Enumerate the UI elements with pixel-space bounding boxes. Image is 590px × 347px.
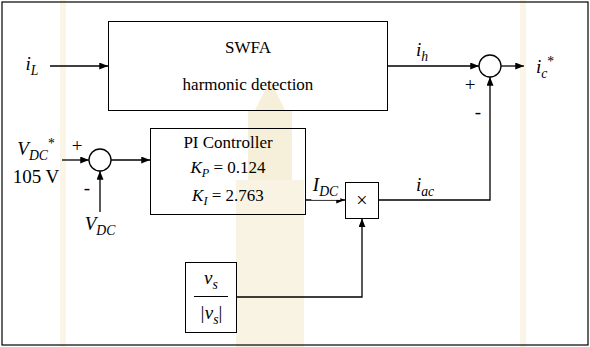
math-sub: h (421, 49, 428, 64)
signal-name: ic* (536, 54, 554, 83)
math-main: |v (200, 302, 214, 323)
multiplier-box: × (345, 182, 379, 219)
math-sup: * (48, 136, 55, 151)
sign-mark: 105 V (13, 166, 60, 189)
sign-mark: + (465, 74, 476, 97)
node-text: |vs| (200, 301, 223, 328)
node-text: KI = 2.763 (192, 185, 264, 210)
signal-wire (388, 65, 479, 66)
signal-wire (501, 65, 524, 66)
math-main: V (17, 138, 29, 159)
math-sub: DC (29, 148, 48, 163)
math-main: K (192, 186, 203, 205)
math-sub: DC (319, 184, 338, 199)
process-box: SWFA harmonic detection (108, 21, 388, 111)
math-main: i (536, 56, 541, 77)
signal-name: iL (26, 53, 39, 79)
signal-wire (111, 159, 150, 160)
node-text: × (356, 188, 367, 213)
math-sub: s (213, 277, 218, 292)
node-text: vs (204, 266, 218, 293)
signal-wire (99, 171, 100, 212)
math-main: i (26, 53, 31, 74)
math-rest: = 2.763 (208, 186, 264, 205)
math-main: v (204, 267, 212, 288)
fraction-bar (194, 296, 228, 297)
math-rest: = 0.124 (209, 158, 265, 177)
signal-name: ih (416, 39, 428, 65)
math-sup: * (547, 54, 554, 69)
math-sub: c (541, 66, 547, 81)
signal-name: iac (416, 174, 434, 200)
node-text: harmonic detection (183, 74, 314, 95)
math-main: I (313, 174, 319, 195)
math-sub: DC (96, 223, 115, 238)
signal-wire (50, 65, 108, 66)
sign-mark: + (72, 135, 83, 158)
process-box: PI ControllerKP = 0.124KI = 2.763 (150, 128, 306, 215)
math-main: i (416, 39, 421, 60)
summing-junction (479, 55, 501, 77)
math-sub: s (213, 312, 218, 327)
math-sub: L (31, 63, 39, 78)
math-main: i (416, 174, 421, 195)
sign-mark: - (84, 177, 90, 200)
math-sub: P (202, 166, 209, 180)
signal-wire (379, 77, 490, 200)
signal-name: IDC (311, 174, 340, 200)
signal-name: VDC* (17, 136, 54, 165)
node-text: KP = 0.124 (190, 157, 265, 182)
signal-wire (62, 159, 89, 160)
watermark (60, 0, 526, 347)
process-box: vs|vs| (185, 262, 237, 333)
sign-mark: - (475, 101, 481, 124)
signal-connector (237, 219, 362, 298)
signal-name: VDC (85, 213, 116, 239)
math-main: K (190, 158, 201, 177)
summing-junction (89, 149, 111, 171)
node-text: PI Controller (183, 132, 272, 153)
node-text: SWFA (225, 37, 271, 58)
math-sub: ac (421, 184, 434, 199)
math-rest: | (219, 302, 223, 323)
math-sub: I (203, 195, 207, 209)
math-main: V (85, 213, 97, 234)
